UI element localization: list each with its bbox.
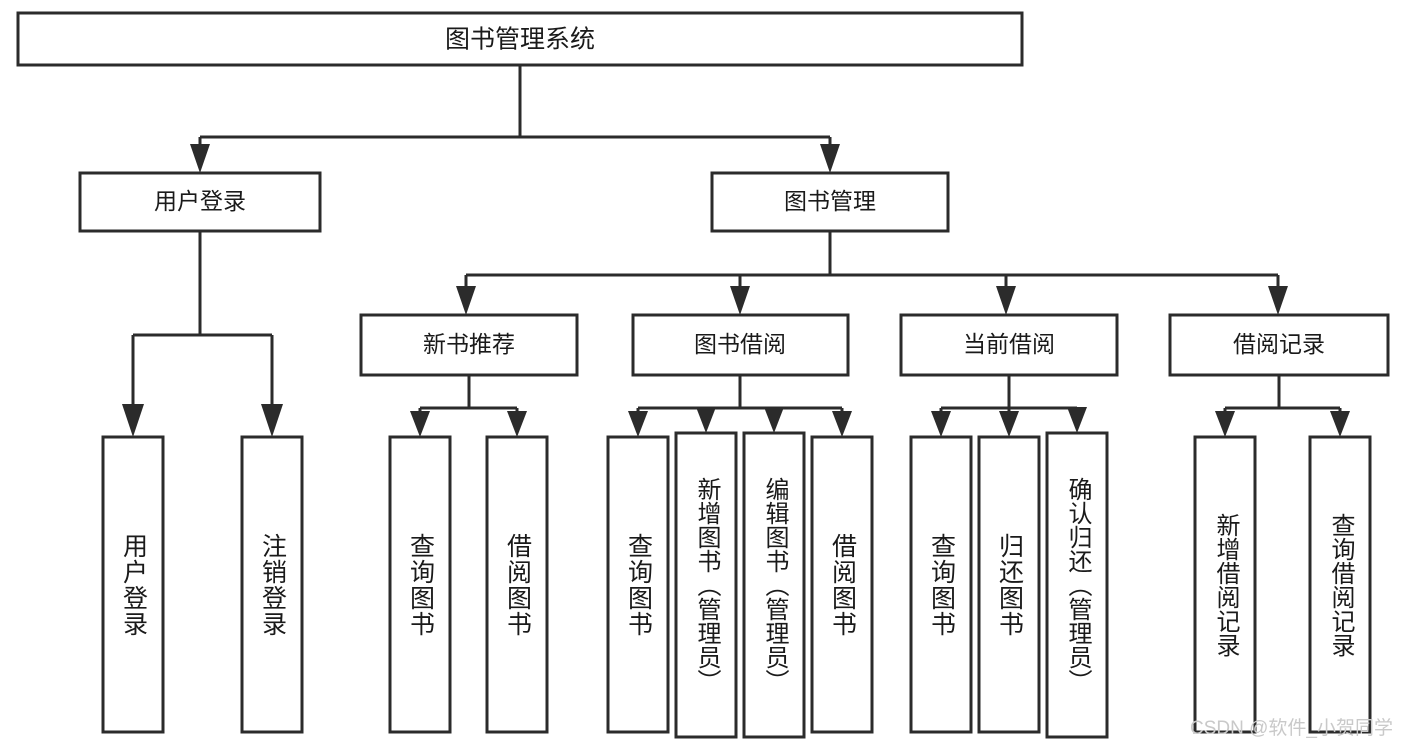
node-box-leaf-borrow-book-2[interactable] xyxy=(810,435,874,734)
arrow-to-leaf-query-book-3 xyxy=(931,411,951,437)
arrow-to-leaf-borrow-book-2 xyxy=(832,411,852,437)
node-box-leaf-user-login[interactable] xyxy=(101,435,165,734)
node-box-new-book-recommend[interactable] xyxy=(359,313,579,377)
arrow-to-leaf-add-book xyxy=(696,407,716,433)
arrowheads-group xyxy=(122,144,1350,437)
node-box-leaf-return-book[interactable] xyxy=(977,435,1041,734)
arrow-to-book-mgmt xyxy=(820,144,840,173)
arrow-to-book-borrow xyxy=(730,286,750,315)
arrow-to-leaf-query-book-1 xyxy=(410,411,430,437)
edge-borrowrecord-bus xyxy=(1223,375,1342,418)
arrow-to-leaf-query-book-2 xyxy=(628,411,648,437)
arrow-to-leaf-borrow-book-1 xyxy=(507,411,527,437)
node-label-root: 图书管理系统 xyxy=(445,26,595,54)
node-box-borrow-record[interactable] xyxy=(1168,313,1390,377)
arrow-to-leaf-user-login xyxy=(122,404,144,437)
nodes-group: 图书管理系统 用户登录 图书管理 新书推荐 图书借阅 当前借阅 借阅记录 xyxy=(16,11,1390,739)
node-box-leaf-query-book-1[interactable] xyxy=(388,435,452,734)
arrow-to-leaf-add-record xyxy=(1215,411,1235,437)
node-label-borrow-record: 借阅记录 xyxy=(1233,331,1325,357)
arrow-to-borrow-record xyxy=(1268,286,1288,315)
arrow-to-user-login xyxy=(190,144,210,173)
arrow-to-leaf-logout xyxy=(261,404,283,437)
node-box-leaf-confirm-return[interactable] xyxy=(1045,431,1109,739)
node-box-book-borrow[interactable] xyxy=(631,313,850,377)
node-box-leaf-query-record[interactable] xyxy=(1308,435,1372,734)
arrow-to-current-borrow xyxy=(996,286,1016,315)
edge-root-bus xyxy=(198,65,832,160)
node-box-root[interactable] xyxy=(16,11,1024,67)
node-box-leaf-query-book-2[interactable] xyxy=(606,435,670,734)
node-box-current-borrow[interactable] xyxy=(899,313,1119,377)
arrow-to-leaf-query-record xyxy=(1330,411,1350,437)
node-label-user-login: 用户登录 xyxy=(154,188,246,214)
node-label-new-book-recommend: 新书推荐 xyxy=(423,331,515,357)
node-box-leaf-logout[interactable] xyxy=(240,435,304,734)
node-label-book-management: 图书管理 xyxy=(784,188,876,214)
node-box-leaf-borrow-book-1[interactable] xyxy=(485,435,549,734)
arrow-to-new-book xyxy=(456,286,476,315)
node-box-book-management[interactable] xyxy=(710,171,950,233)
node-box-leaf-add-book[interactable] xyxy=(674,431,738,739)
edge-bookborrow-bus xyxy=(636,375,844,418)
node-box-leaf-edit-book[interactable] xyxy=(742,431,806,739)
edge-userlogin-bus xyxy=(131,231,274,415)
arrow-to-leaf-edit-book xyxy=(764,407,784,433)
edge-newbook-bus xyxy=(418,375,519,418)
edge-bookmgmt-bus xyxy=(464,231,1280,298)
node-box-leaf-add-record[interactable] xyxy=(1193,435,1257,734)
node-box-leaf-query-book-3[interactable] xyxy=(909,435,973,734)
node-label-book-borrow: 图书借阅 xyxy=(694,331,786,357)
csdn-watermark: CSDN @软件_小贺同学 xyxy=(1190,718,1393,739)
arrow-to-leaf-confirm-return xyxy=(1067,407,1087,433)
node-box-user-login[interactable] xyxy=(78,171,322,233)
node-label-current-borrow: 当前借阅 xyxy=(963,331,1055,357)
arrow-to-leaf-return-book xyxy=(999,411,1019,437)
